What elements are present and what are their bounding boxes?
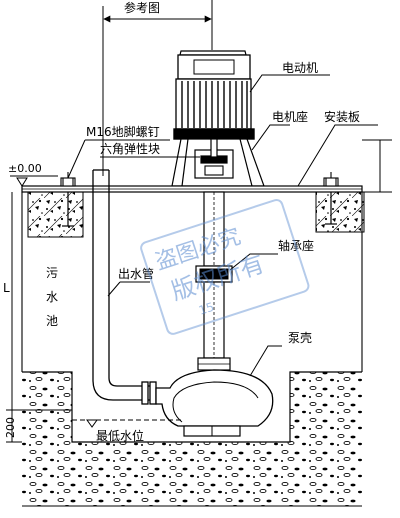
anchor-bolt-left <box>60 172 76 187</box>
anchor-bolt-right <box>323 172 339 187</box>
mounting-plate-label: 安装板 <box>324 109 360 124</box>
sewage-pool-char-3: 池 <box>46 314 58 328</box>
min-water-level-label: 最低水位 <box>96 428 144 443</box>
sewage-pool-char-2: 水 <box>46 290 58 304</box>
watermark: 盗图必究 版权所有 15 <box>140 198 310 335</box>
dimension-200-label: 200 <box>4 417 17 438</box>
outlet-pipe-label: 出水管 <box>118 266 154 281</box>
motor <box>173 50 255 140</box>
left-dimension <box>6 192 22 443</box>
outlet-pipe <box>92 169 157 405</box>
dimension-l-label: L <box>3 281 10 295</box>
pump-casing-label: 泵壳 <box>288 331 312 345</box>
bearing-seat-label: 轴承座 <box>278 238 314 253</box>
motor-seat-label: 电机座 <box>272 109 308 124</box>
foundation-left <box>27 191 84 238</box>
foundation-right <box>315 191 365 233</box>
pump-casing <box>155 369 274 437</box>
water-level <box>22 409 182 428</box>
mounting-plate <box>21 185 363 193</box>
leader-lines <box>67 74 378 377</box>
reference-dimension <box>102 0 213 176</box>
sewage-pool-char-1: 污 <box>46 266 58 280</box>
bottom-gravel <box>22 371 362 507</box>
reference-drawing-label: 参考图 <box>124 0 160 15</box>
motor-seat <box>171 138 265 187</box>
shaft-column <box>195 191 233 371</box>
hex-elastic-block-label: 六角弹性块 <box>100 142 160 156</box>
pit-walls <box>21 192 363 372</box>
watermark-number: 15 <box>197 300 216 318</box>
anchor-bolt-label: M16地脚螺钉 <box>86 124 160 139</box>
zero-level-marker <box>10 175 58 192</box>
motor-label: 电动机 <box>282 61 318 75</box>
zero-level-label: ±0.00 <box>8 162 42 175</box>
right-dimension <box>362 139 392 193</box>
